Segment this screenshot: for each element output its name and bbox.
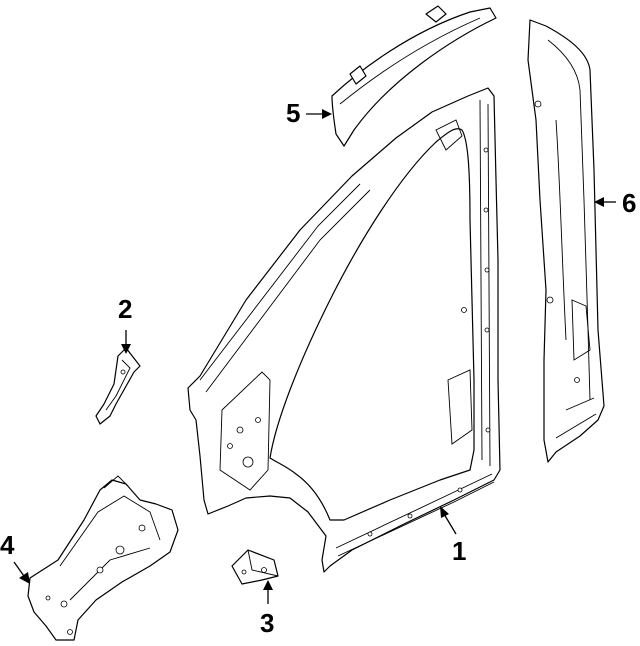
part-6-rear-pillar-panel	[527, 19, 605, 463]
leader-1	[440, 506, 457, 535]
callout-3: 3	[260, 608, 275, 638]
callout-1: 1	[452, 536, 467, 566]
leader-2	[121, 330, 131, 354]
leader-3	[263, 580, 273, 604]
callout-6: 6	[622, 188, 637, 218]
part-4-front-apron-rail	[27, 475, 179, 641]
part-1-body-side-panel	[187, 87, 501, 573]
leader-6	[594, 197, 616, 207]
leader-4	[13, 561, 30, 584]
leader-5	[306, 109, 332, 119]
callout-4: 4	[0, 530, 15, 560]
callout-2: 2	[118, 294, 133, 324]
callout-5: 5	[286, 98, 301, 128]
part-5-roof-rail-reinforcement	[331, 5, 497, 147]
part-2-small-bracket	[95, 347, 141, 425]
part-3-corner-bracket	[231, 549, 279, 585]
